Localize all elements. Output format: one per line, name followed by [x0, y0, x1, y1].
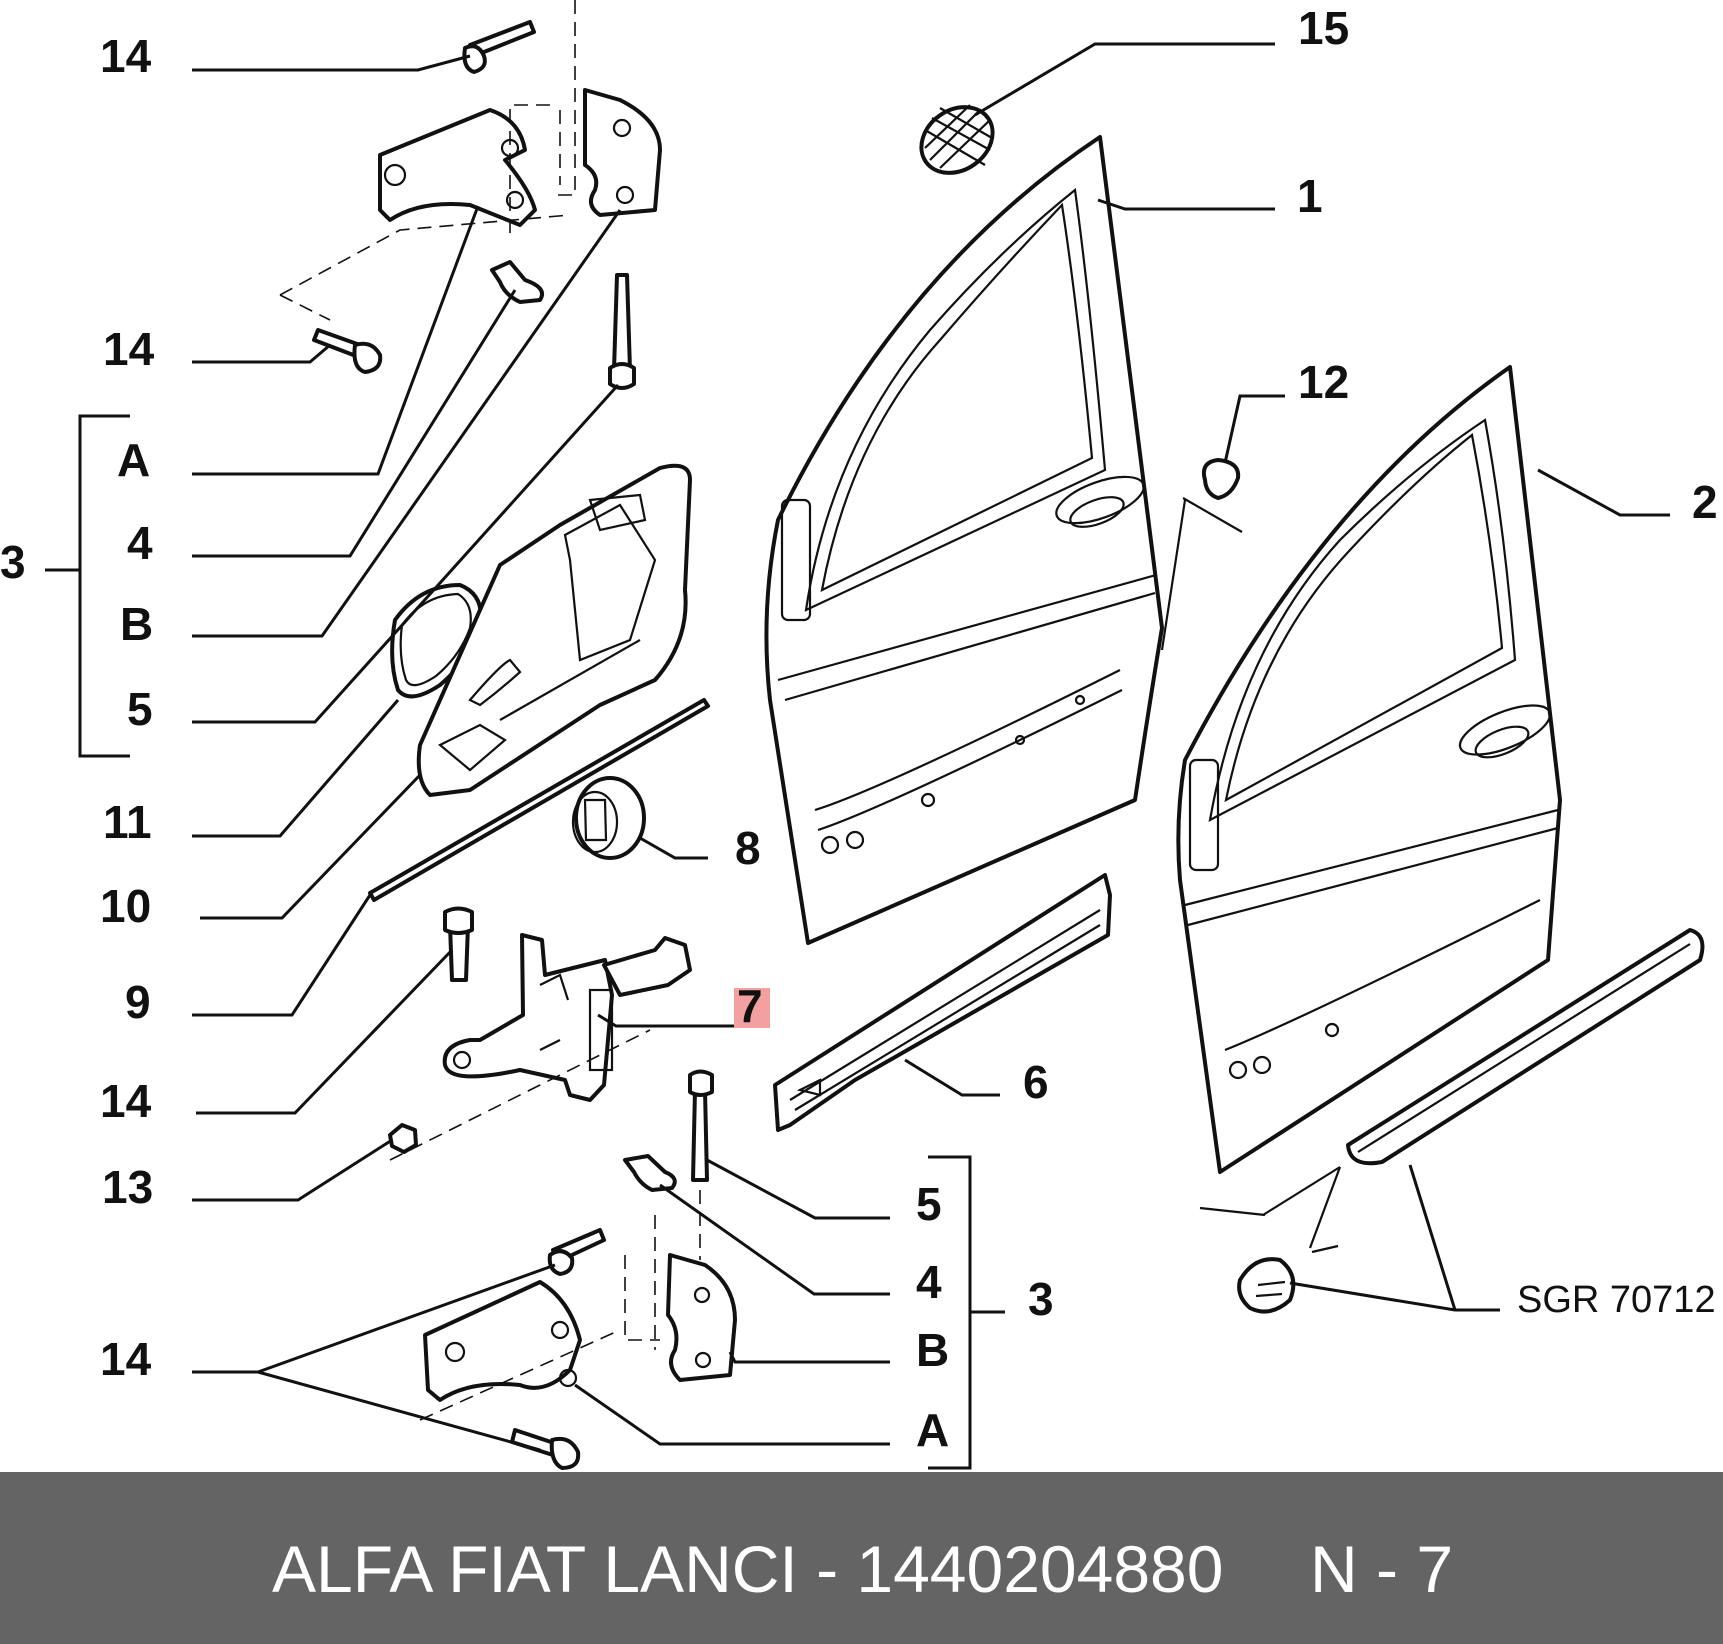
footer-bar: [0, 1472, 1723, 1644]
callout-A-left: A: [117, 434, 150, 486]
door-panel-1: [764, 135, 1164, 945]
seal-strip-9: [368, 698, 710, 902]
regulator-panel-10: [416, 463, 692, 797]
sill-trim-6: [773, 873, 1112, 1132]
highlight-callout-7: [734, 988, 770, 1028]
callout-B-left: B: [120, 598, 153, 650]
callout-8: 8: [735, 822, 761, 874]
callout-3-left: 3: [0, 536, 26, 588]
reference-code: SGR 70712: [1517, 1279, 1716, 1321]
callout-B-right: B: [916, 1324, 949, 1376]
callout-9: 9: [125, 976, 151, 1028]
footer-suffix: N - 7: [1310, 1532, 1453, 1606]
callout-14-bottom: 14: [100, 1333, 152, 1385]
callout-5-right: 5: [916, 1178, 942, 1230]
callout-13: 13: [102, 1161, 153, 1213]
callout-6: 6: [1023, 1056, 1049, 1108]
mesh-grille-15: [919, 104, 995, 175]
callout-7: 7: [737, 980, 763, 1032]
callout-5-left: 5: [127, 683, 153, 735]
plug-12: [1201, 458, 1241, 500]
footer-part-number: ALFA FIAT LANCI - 1440204880: [272, 1532, 1223, 1606]
callout-12: 12: [1298, 356, 1349, 408]
callout-15: 15: [1298, 2, 1349, 54]
bracket-group-3-right: [928, 1155, 1005, 1470]
bottom-hinge-assembly: [389, 1029, 737, 1470]
callout-10: 10: [100, 880, 151, 932]
callout-3-right: 3: [1028, 1273, 1054, 1325]
nut-13: [388, 1123, 418, 1154]
callout-4-left: 4: [127, 517, 153, 569]
callout-14-top: 14: [100, 30, 152, 82]
callout-14-second: 14: [103, 323, 155, 375]
check-strap-7: [442, 906, 692, 1102]
callout-A-right: A: [916, 1404, 949, 1456]
top-hinge-assembly: [279, 0, 662, 390]
callout-11: 11: [103, 796, 152, 848]
door-panel-2: [1176, 365, 1562, 1174]
leader-lines: [192, 42, 1670, 1452]
callout-labels: 14 14 A 4 B 5 3 11 10 9 14 13 14 15 1 12…: [0, 2, 1718, 1456]
callout-4-right: 4: [916, 1256, 942, 1308]
callout-2: 2: [1692, 476, 1718, 528]
bracket-group-3-left: [45, 414, 130, 758]
callout-14-third: 14: [100, 1075, 152, 1127]
side-moulding: [1199, 928, 1705, 1314]
callout-1: 1: [1297, 170, 1323, 222]
grommet-8: [571, 776, 646, 860]
